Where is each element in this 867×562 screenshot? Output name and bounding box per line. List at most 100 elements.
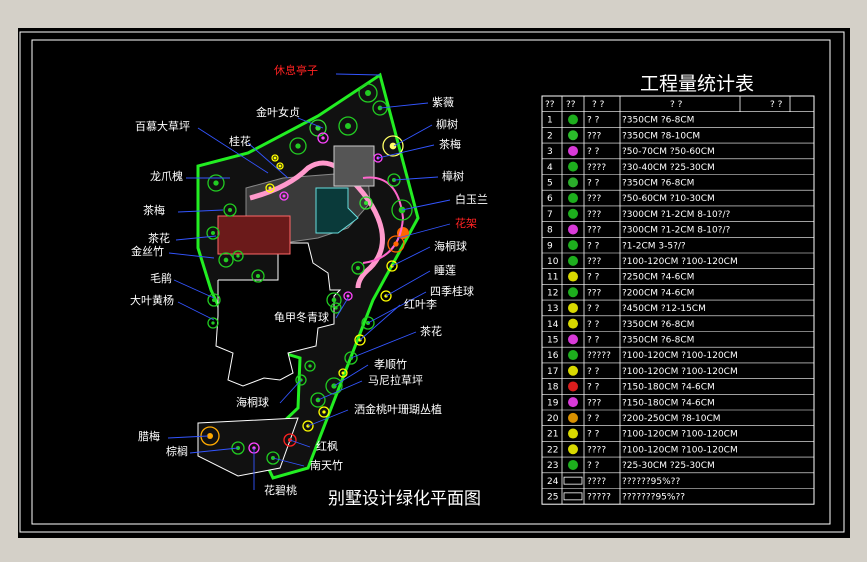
- table-cell-no: 14: [547, 320, 559, 330]
- plant-symbol-core: [207, 433, 213, 439]
- table-cell-no: 3: [547, 147, 553, 157]
- table-cell-name: ? ?: [587, 320, 600, 330]
- table-cell-name: ???: [587, 398, 602, 408]
- table-cell-no: 16: [547, 351, 559, 361]
- plant-label: 海桐球: [434, 239, 467, 253]
- plant-label: 腊梅: [138, 429, 160, 443]
- table-cell-spec: ?100-120CM ?100-120CM: [622, 351, 738, 361]
- table-symbol: [568, 114, 578, 125]
- table-cell-spec: ?30-40CM ?25-30CM: [622, 163, 715, 173]
- plant-symbol: [231, 441, 245, 455]
- table-cell-no: 7: [547, 210, 553, 220]
- plant-symbol: [232, 250, 244, 262]
- table-cell-spec: ?100-120CM ?100-120CM: [622, 430, 738, 440]
- table-cell-no: 20: [547, 414, 559, 424]
- plant-symbol: [304, 360, 316, 372]
- table-symbol: [568, 444, 578, 455]
- plant-symbol-core: [393, 241, 399, 247]
- leader-line: [167, 435, 209, 439]
- pond: [315, 187, 359, 234]
- plant-symbol: [344, 351, 358, 365]
- table-symbol: [568, 224, 578, 235]
- plant-symbol: [302, 420, 314, 432]
- table-symbol: [568, 381, 578, 392]
- plant-symbol: [279, 191, 289, 201]
- table-cell-name: ???: [587, 131, 602, 141]
- plant-label: 紫薇: [432, 96, 454, 109]
- leader-line: [168, 252, 215, 259]
- table-symbol: [568, 177, 578, 188]
- table-symbol: [568, 287, 578, 298]
- plant-symbol-core: [213, 180, 219, 186]
- plant-label: 毛鹃: [150, 271, 172, 285]
- plant-symbol-core: [356, 266, 360, 270]
- plant-symbol: [295, 374, 307, 386]
- table-header-cell: ??: [566, 100, 576, 110]
- table-cell-name: ? ?: [587, 147, 600, 157]
- plant-symbol-core: [282, 194, 286, 198]
- quantity-table: ????? ?? ?? ?1? ??350CM ?6-8CM2????350CM…: [541, 95, 815, 505]
- plant-symbol-core: [211, 321, 215, 325]
- plant-symbol: [318, 406, 330, 418]
- table-cell-spec: ?1-2CM 3-5?/?: [622, 241, 686, 251]
- plant-symbol: [325, 377, 343, 395]
- plant-symbol-core: [268, 186, 272, 190]
- table-cell-no: 15: [547, 336, 558, 346]
- table-header-cell: ? ?: [670, 100, 683, 110]
- table-cell-spec: ?300CM ?1-2CM 8-10?/?: [622, 226, 730, 236]
- plant-symbol: [206, 226, 220, 240]
- plant-label: 柳树: [436, 117, 458, 131]
- plant-label: 金丝竹: [131, 244, 164, 258]
- leader-line: [247, 142, 289, 179]
- table-symbol: [568, 350, 578, 361]
- plant-symbol-core: [389, 142, 397, 150]
- leader-line: [173, 279, 215, 299]
- plant-label: 桂花: [229, 134, 251, 148]
- table-symbol: [568, 271, 578, 282]
- plant-symbol-core: [236, 254, 240, 258]
- plant-symbol: [391, 199, 413, 221]
- plant-label: 南天竹: [310, 458, 343, 472]
- table-cell-name: ???: [587, 226, 602, 236]
- table-cell-name: ?????: [587, 493, 611, 503]
- table-cell-no: 25: [547, 493, 558, 503]
- plant-symbol-core: [308, 364, 312, 368]
- table-cell-no: 8: [547, 226, 553, 236]
- table-cell-name: ? ?: [587, 336, 600, 346]
- leader-line: [177, 209, 224, 213]
- lower-lot-boundary: [197, 417, 299, 477]
- plant-label: 红叶李: [404, 297, 437, 311]
- table-cell-spec: ?250CM ?4-6CM: [622, 273, 694, 283]
- plant-label: 白玉兰: [455, 192, 488, 206]
- table-cell-spec: ??????95%??: [622, 477, 680, 487]
- plant-symbol: [372, 100, 388, 116]
- table-symbol: [568, 240, 578, 251]
- leader-line: [175, 235, 217, 241]
- flower-bed: [362, 176, 405, 264]
- plant-labels: 休息亭子金叶女贞百慕大草坪桂花龙爪槐茶梅茶花金丝竹毛鹃大叶黄杨腊梅棕榈花碧桃紫薇…: [130, 63, 488, 497]
- table-symbol: [568, 255, 578, 266]
- plant-label: 龙爪槐: [150, 169, 183, 183]
- leader-line: [397, 223, 451, 239]
- leader-line: [393, 124, 433, 147]
- table-cell-name: ? ?: [587, 383, 600, 393]
- leader-line: [289, 439, 311, 448]
- plant-symbol: [338, 368, 348, 378]
- leader-line: [297, 117, 324, 129]
- plant-symbol: [289, 137, 307, 155]
- leader-line: [350, 331, 417, 359]
- table-symbol: [568, 397, 578, 408]
- plant-label: 花架: [455, 217, 477, 230]
- table-cell-name: ???: [587, 288, 602, 298]
- plant-symbol: [310, 392, 326, 408]
- plant-symbol-core: [278, 164, 282, 168]
- table-cell-no: 2: [547, 131, 553, 141]
- table-symbol: [568, 412, 578, 423]
- plant-symbol-core: [331, 297, 337, 303]
- table-symbol: [568, 302, 578, 313]
- table-cell-spec: ?150-180CM ?4-6CM: [622, 398, 715, 408]
- plant-symbol: [373, 153, 383, 163]
- plant-symbol-core: [228, 208, 232, 212]
- plant-label: 海桐球: [236, 395, 269, 409]
- garden-path: [249, 160, 385, 289]
